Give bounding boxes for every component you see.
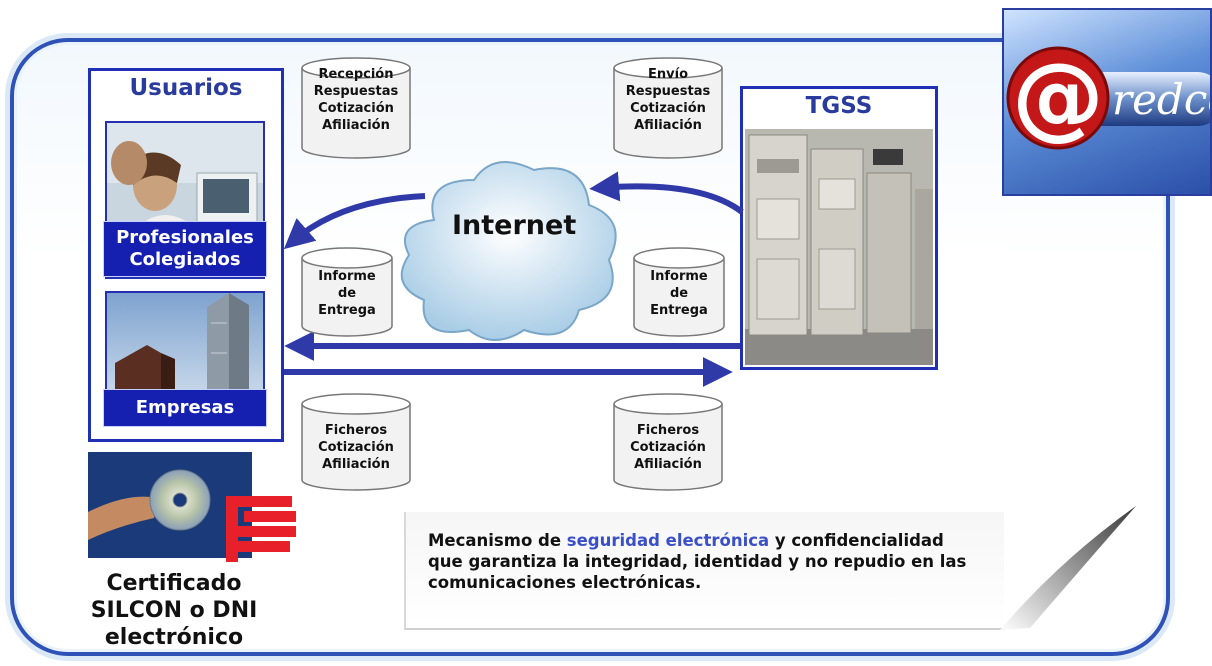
note-part1: Mecanismo de <box>428 531 567 550</box>
professionals-label-line2: Colegiados <box>129 249 241 270</box>
redcom-logo: @ redcom <box>1002 8 1212 196</box>
note-highlight: seguridad electrónica <box>566 531 770 550</box>
companies-label: Empresas <box>103 389 267 427</box>
companies-label-text: Empresas <box>135 397 235 418</box>
certificate-caption: Certificado SILCON o DNI electrónico <box>84 570 264 651</box>
cyl-recepcion-line2: Respuestas <box>313 84 399 99</box>
cyl-informe-left-line3: Entrega <box>318 303 376 318</box>
internet-label: Internet <box>452 210 577 241</box>
professionals-label-line1: Profesionales <box>116 227 254 248</box>
professionals-label: Profesionales Colegiados <box>103 221 267 277</box>
page-curl <box>1000 506 1136 630</box>
cyl-envio-line2: Respuestas <box>625 84 711 99</box>
cyl-recepcion-line4: Afiliación <box>322 118 390 133</box>
cyl-envio-line4: Afiliación <box>634 118 702 133</box>
cylinder-recepcion: Recepción Respuestas Cotización Afiliaci… <box>300 56 412 160</box>
certificate-line3: electrónico <box>104 625 244 650</box>
cyl-ficheros-right-line2: Cotización <box>630 440 706 455</box>
cyl-informe-right-line2: de <box>669 286 689 301</box>
tgss-title: TGSS <box>805 93 873 119</box>
users-panel: Usuarios Profesionales Colegiados <box>88 68 284 442</box>
cyl-informe-right-line1: Informe <box>650 269 708 284</box>
svg-text:@: @ <box>1012 43 1104 150</box>
certificate-line1: Certificado <box>106 571 242 596</box>
cylinder-ficheros-right: Ficheros Cotización Afiliación <box>612 392 724 492</box>
server-room-photo <box>744 128 934 366</box>
certificate-line2: SILCON o DNI <box>90 598 258 623</box>
certificate-image <box>88 452 308 564</box>
cyl-informe-right-line3: Entrega <box>650 303 708 318</box>
arrow-internet-to-users <box>283 193 426 250</box>
tgss-panel: TGSS <box>740 86 938 370</box>
cyl-ficheros-right-line1: Ficheros <box>636 423 700 438</box>
cyl-envio-line3: Cotización <box>630 101 706 116</box>
users-title: Usuarios <box>129 75 243 101</box>
svg-text:redcom: redcom <box>1112 75 1212 124</box>
cyl-ficheros-right-line3: Afiliación <box>634 457 702 472</box>
arrow-tgss-to-internet <box>589 171 744 215</box>
cyl-recepcion-line3: Cotización <box>318 101 394 116</box>
cyl-ficheros-left-line2: Cotización <box>318 440 394 455</box>
cylinder-informe-left: Informe de Entrega <box>300 246 394 338</box>
cyl-ficheros-left-line3: Afiliación <box>322 457 390 472</box>
cyl-recepcion-line1: Recepción <box>318 67 394 82</box>
cyl-informe-left-line1: Informe <box>318 269 376 284</box>
security-note: Mecanismo de seguridad electrónica y con… <box>404 512 1004 630</box>
cylinder-ficheros-left: Ficheros Cotización Afiliación <box>300 392 412 492</box>
note-part2: y confidencialidad que garantiza la inte… <box>428 531 967 592</box>
cyl-envio-line1: Envío <box>648 67 688 82</box>
cyl-ficheros-left-line1: Ficheros <box>324 423 388 438</box>
internet-cloud <box>400 161 617 341</box>
cylinder-informe-right: Informe de Entrega <box>632 246 726 338</box>
cyl-informe-left-line2: de <box>337 286 357 301</box>
cylinder-envio: Envío Respuestas Cotización Afiliación <box>612 56 724 160</box>
